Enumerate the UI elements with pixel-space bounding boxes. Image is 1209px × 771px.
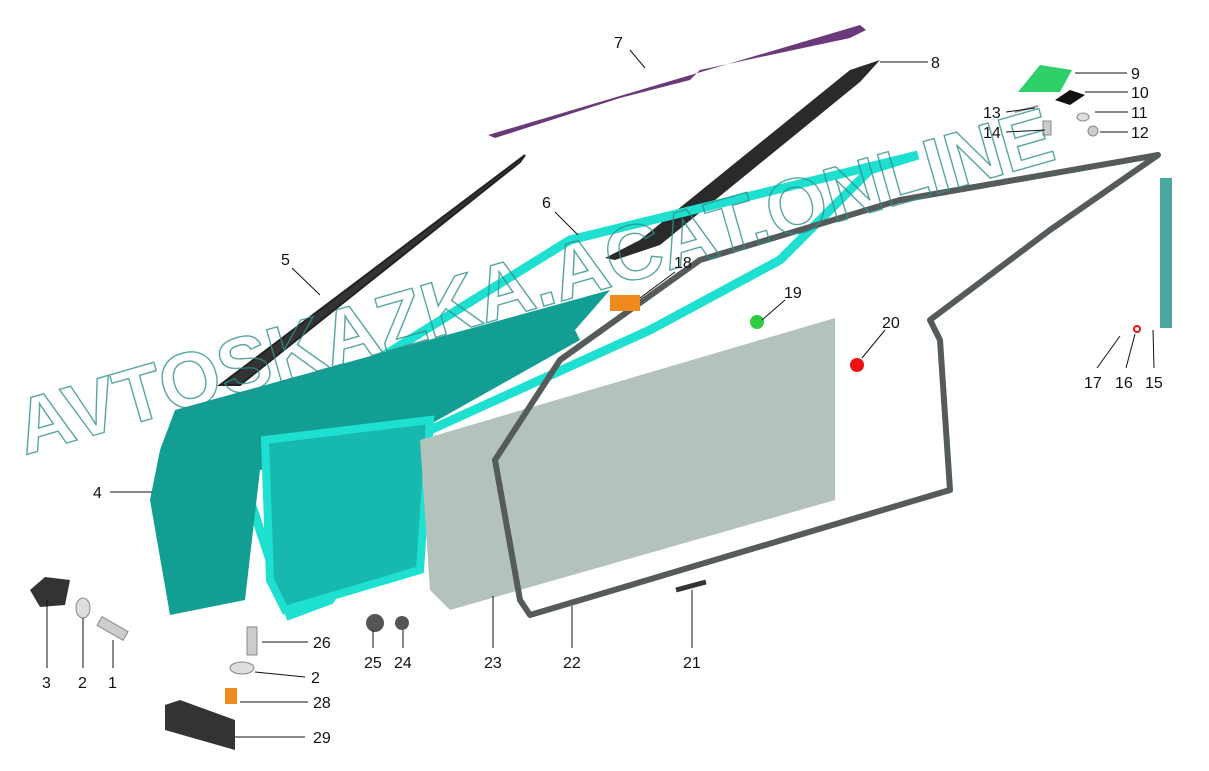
callout-23: 23 (484, 655, 502, 672)
part-1-bolt[interactable] (96, 615, 129, 642)
part-3-bracket[interactable] (30, 577, 70, 607)
part-9-bracket[interactable] (1018, 65, 1072, 92)
part-26-bolt[interactable] (246, 626, 258, 656)
part-25-grommet[interactable] (366, 614, 384, 632)
callout-11: 11 (1131, 105, 1148, 122)
part-14-bolt[interactable] (1042, 120, 1052, 136)
part-16-clip[interactable] (1133, 325, 1141, 333)
callout-8: 8 (931, 55, 940, 72)
part-15-strut[interactable] (1160, 178, 1172, 328)
callout-2: 2 (78, 675, 87, 692)
callout-9: 9 (1131, 66, 1140, 83)
part-22-door-seal[interactable] (492, 152, 1161, 618)
callout-13: 13 (983, 105, 1001, 122)
part-19-clip[interactable] (750, 315, 764, 329)
part-7-molding[interactable] (488, 25, 866, 138)
part-6-inner-frame[interactable] (260, 415, 435, 615)
callout-labels: 7 8 9 10 11 12 13 14 6 5 18 19 20 4 17 1… (42, 35, 1163, 747)
callout-15: 15 (1145, 375, 1163, 392)
part-29-bracket[interactable] (165, 700, 235, 750)
callout-7: 7 (614, 35, 623, 52)
callout-28: 28 (313, 695, 331, 712)
part-10-plate[interactable] (1055, 90, 1085, 105)
part-2-washer[interactable] (75, 597, 91, 619)
callout-2b: 2 (311, 670, 320, 687)
callout-5: 5 (281, 252, 290, 269)
callout-22: 22 (563, 655, 581, 672)
callout-29: 29 (313, 730, 331, 747)
part-24-grommet[interactable] (395, 616, 409, 630)
leader-lines (46, 49, 1155, 738)
part-12-nut[interactable] (1087, 125, 1099, 137)
callout-25: 25 (364, 655, 382, 672)
part-4-door-panel[interactable] (150, 290, 610, 615)
callout-21: 21 (683, 655, 701, 672)
callout-16: 16 (1115, 375, 1133, 392)
callout-14: 14 (983, 125, 1001, 142)
part-28-bushing[interactable] (225, 688, 237, 704)
callout-17: 17 (1084, 375, 1102, 392)
part-5-seal[interactable] (217, 154, 526, 386)
callout-3: 3 (42, 675, 51, 692)
callout-6: 6 (542, 195, 551, 212)
callout-10: 10 (1131, 85, 1149, 102)
callout-12: 12 (1131, 125, 1149, 142)
callout-19: 19 (784, 285, 802, 302)
part-23-trim-panel[interactable] (420, 318, 835, 610)
part-20-plug[interactable] (850, 358, 864, 372)
part-8-channel[interactable] (605, 60, 880, 260)
callout-24: 24 (394, 655, 412, 672)
part-18-pad[interactable] (610, 295, 640, 311)
callout-18: 18 (674, 255, 692, 272)
callout-20: 20 (882, 315, 900, 332)
part-21-rod[interactable] (675, 579, 707, 593)
part-11-washer[interactable] (1076, 112, 1090, 122)
callout-4: 4 (93, 485, 102, 502)
callout-1: 1 (108, 675, 117, 692)
callout-26: 26 (313, 635, 331, 652)
part-2-washer-b[interactable] (229, 661, 255, 675)
